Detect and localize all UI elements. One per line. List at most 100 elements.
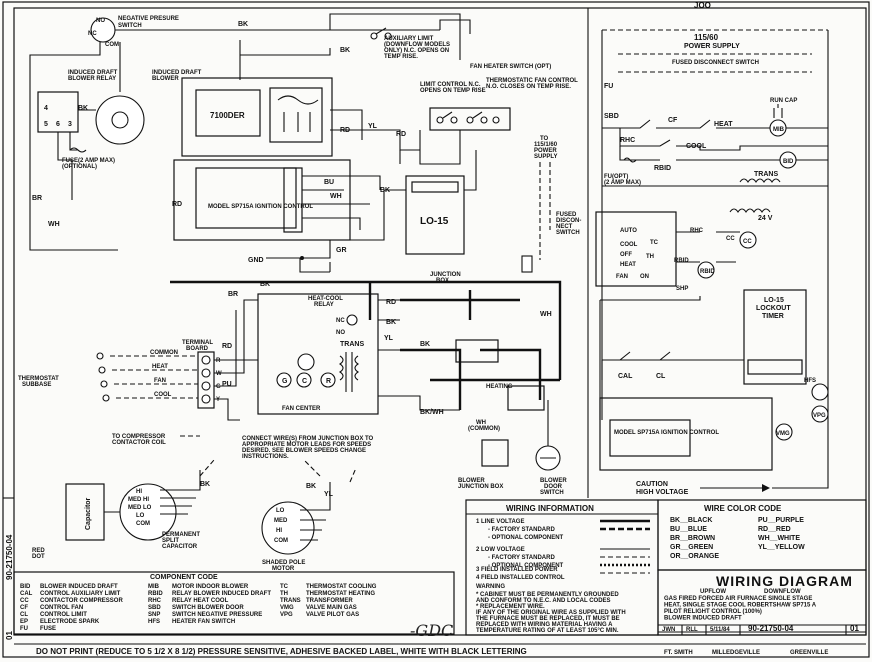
blower-door-switch: BLOWER DOOR SWITCH: [535, 400, 567, 496]
title-field-drawn: JWN: [662, 627, 675, 633]
aux-limit-label: AUXILIARY LIMIT: [384, 36, 434, 42]
component-name: HEATER FAN SWITCH: [172, 619, 235, 625]
fan-center-terminal: R: [326, 378, 331, 385]
title-description-line: BLOWER INDUCED DRAFT: [664, 616, 742, 622]
title-field-rev: 01: [850, 624, 859, 633]
component-code: MIB: [148, 584, 160, 590]
shaded-speed: HI: [276, 528, 282, 534]
wiring-info-title: WIRING INFORMATION: [506, 504, 594, 513]
board-label: MODEL SP715A IGNITION CONTROL: [208, 204, 313, 210]
common-label: COMMON: [150, 350, 178, 356]
motor-speed: MED HI: [128, 497, 149, 503]
relay-contact: NO: [336, 330, 345, 336]
wh-common-label-2: (COMMON): [468, 426, 500, 432]
ladder-item: HEAT: [714, 121, 733, 128]
title-heading: WIRING DIAGRAM: [716, 573, 853, 589]
snp-no-label: NO: [96, 18, 105, 24]
warning-line: * CABINET MUST BE PERMANENTLY GROUNDED: [476, 592, 619, 598]
component-code: RHC: [148, 598, 162, 604]
board-label: MODEL SP715A IGNITION CONTROL: [614, 430, 719, 436]
ladder-item: VPG: [813, 413, 826, 419]
fu-opt-label-2: (2 AMP MAX): [604, 180, 641, 186]
component-name: THERMOSTAT HEATING: [306, 591, 375, 597]
warning-line: * REPLACEMENT WIRE.: [476, 604, 545, 610]
ladder-item: COOL: [620, 242, 638, 248]
footer-text: DO NOT PRINT (REDUCE TO 5 1/2 X 8 1/2) P…: [36, 647, 527, 656]
ladder-item: TRANS: [754, 171, 778, 178]
title-description-line: HEAT, SINGLE STAGE COOL ROBERTSHAW SP715…: [664, 603, 817, 609]
terminal-row: W: [216, 371, 222, 377]
ladder-item: RBID: [700, 269, 715, 275]
psc-motor: HI MED HI MED LO LO COM PERMANENT SPLIT …: [119, 483, 200, 550]
wire-label: BK: [340, 47, 350, 54]
capacitor-label: Capacitor: [85, 497, 92, 530]
wiring-info-row: - OPTIONAL COMPONENT: [488, 563, 564, 569]
wire-color-entry: BK__BLACK: [670, 517, 712, 524]
side-rev-text: 01: [5, 631, 14, 640]
wire-label: BK: [200, 481, 210, 488]
warning-line: TEMPERATURE RATING OF AT LEAST 105°C MIN…: [476, 628, 619, 634]
fan-heater-switch-label: FAN HEATER SWITCH (OPT): [470, 64, 551, 70]
component-code: CC: [20, 598, 29, 604]
blower-door-label: BLOWER: [540, 478, 567, 484]
aux-limit-label-3: ONLY) N.C. OPENS ON: [384, 48, 449, 54]
component-code: TC: [280, 584, 289, 590]
to-power-label-2: 115/1/60: [534, 142, 558, 148]
limit-control-label-2: OPENS ON TEMP RISE: [420, 88, 486, 94]
ladder-item: ON: [640, 274, 649, 280]
component-name: CONTROL AUXILIARY LIMIT: [40, 591, 121, 597]
component-code: CF: [20, 605, 28, 611]
lo15-label: LO-15: [420, 216, 449, 227]
capacitor: Capacitor RED DOT: [32, 483, 105, 560]
red-dot-label: RED: [32, 548, 45, 554]
ladder-item: CL: [656, 373, 666, 380]
component-name: VALVE MAIN GAS: [306, 605, 357, 611]
neg-pressure-label: NEGATIVE PRESURE: [118, 16, 179, 22]
lockout-timer: LO-15 LOCKOUT TIMER: [743, 289, 807, 385]
ladder-item: RBID: [674, 258, 689, 264]
ladder-diagram: 115/60 POWER SUPPLY FUSED DISCONNECT SWI…: [595, 29, 829, 496]
component-name: ELECTRODE SPARK: [40, 619, 100, 625]
relay-contact: NC: [336, 318, 345, 324]
aux-limit-label-2: (DOWNFLOW MODELS: [384, 42, 450, 48]
wire-color-entry: OR__ORANGE: [670, 553, 719, 560]
to-compressor: TO COMPRESSOR CONTACTOR COIL: [112, 434, 200, 446]
ladder-item: TC: [650, 240, 659, 246]
ladder-item: CAL: [618, 373, 633, 380]
wire-color-code: WIRE COLOR CODE BK__BLACKBU__BLUEBR__BRO…: [657, 499, 867, 571]
title-field-checked: RLL: [686, 627, 698, 633]
wire-label: RD: [386, 299, 396, 306]
lo15-module: LO-15: [405, 175, 465, 255]
component-code: FU: [20, 626, 28, 632]
title-subhead-upflow: UPFLOW: [700, 589, 726, 595]
wire-label: BK: [306, 483, 316, 490]
ladder-item: HEAT: [620, 262, 636, 268]
snp-com-label: COM: [105, 42, 119, 48]
connect-note-2: APPROPRIATE MOTOR LEADS FOR SPEEDS: [242, 442, 371, 448]
wiring-info-row: 3 FIELD INSTALLED POWER: [476, 567, 558, 573]
wire-label: BK/WH: [420, 409, 444, 416]
wire-label: BK: [260, 281, 270, 288]
psc-label-3: CAPACITOR: [162, 544, 198, 550]
wire-label: RD: [172, 201, 182, 208]
ignition-control-board: MODEL SP715A IGNITION CONTROL: [173, 159, 351, 241]
ladder-item: BID: [783, 159, 794, 165]
terminal-board-label-2: BOARD: [186, 346, 209, 352]
terminal-row: R: [216, 358, 221, 364]
wire-label: PU: [222, 381, 232, 388]
title-subhead-downflow: DOWNFLOW: [764, 589, 801, 595]
induced-draft-blower-relay: INDUCED DRAFT BLOWER RELAY 4 5 6 3: [37, 70, 118, 133]
line-voltage-wire: [170, 280, 562, 380]
wire-color-entry: BR__BROWN: [670, 535, 715, 542]
ladder-item: RHC: [620, 137, 635, 144]
junction-box-label: JUNCTION: [430, 272, 461, 278]
connect-note: CONNECT WIRE(S) FROM JUNCTION BOX TO APP…: [242, 436, 374, 460]
thermostat-box: [595, 211, 677, 287]
wire-label: WH: [48, 221, 60, 228]
gas-valve-label: 7100DER: [210, 111, 245, 120]
ladder-item: RBID: [654, 165, 671, 172]
component-code: SNP: [148, 612, 160, 618]
wire-label: WH: [330, 193, 342, 200]
